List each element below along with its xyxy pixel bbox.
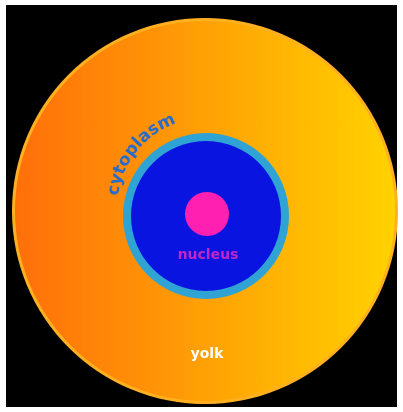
nucleus-label: nucleus [178,247,239,263]
nucleus [185,192,229,236]
yolk-label: yolk [191,346,225,362]
